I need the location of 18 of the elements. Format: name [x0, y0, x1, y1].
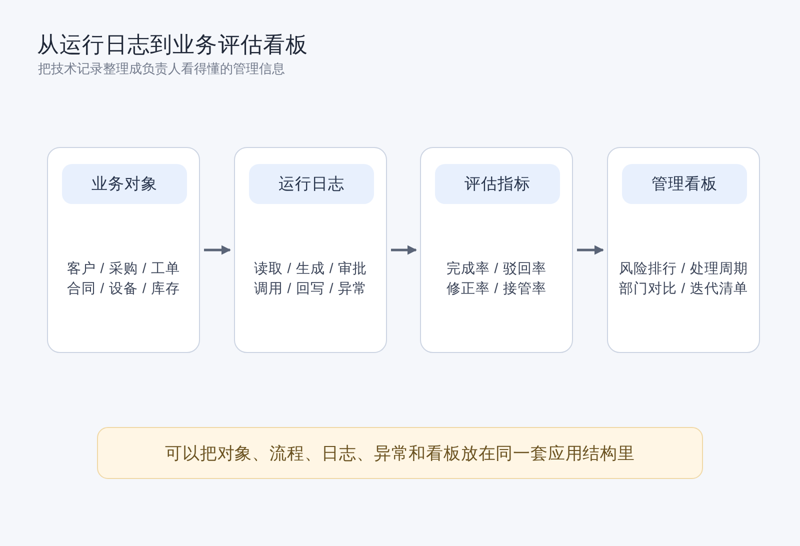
stage-header: 运行日志: [249, 164, 374, 204]
stage-header: 业务对象: [62, 164, 187, 204]
stage-card: [234, 147, 387, 353]
stage-header: 管理看板: [622, 164, 747, 204]
note-banner: 可以把对象、流程、日志、异常和看板放在同一套应用结构里: [97, 427, 703, 479]
item-list: 读取 / 生成 / 审批调用 / 回写 / 异常: [251, 258, 370, 298]
arrow: [577, 245, 604, 255]
item-list: 客户 / 采购 / 工单合同 / 设备 / 库存: [64, 258, 183, 298]
stage-card: [607, 147, 760, 353]
arrow: [391, 245, 417, 255]
stage-card: [47, 147, 200, 353]
item-list: 风险排行 / 处理周期部门对比 / 迭代清单: [616, 258, 751, 298]
stage-card: [420, 147, 573, 353]
arrow: [204, 245, 231, 255]
item-list: 完成率 / 驳回率修正率 / 接管率: [444, 258, 550, 298]
subtitle: 把技术记录整理成负责人看得懂的管理信息: [38, 60, 285, 78]
stage-header: 评估指标: [435, 164, 560, 204]
title: 从运行日志到业务评估看板: [37, 31, 308, 59]
